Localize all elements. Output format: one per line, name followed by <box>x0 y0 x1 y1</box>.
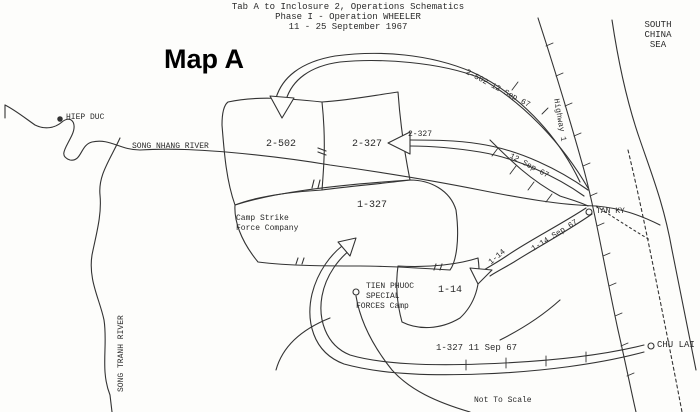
unit-1327-area-label: 1-327 <box>357 200 388 211</box>
unit-114-area-label: 1-14 <box>438 285 463 296</box>
route-label-1327: 1-327 11 Sep 67 <box>436 343 518 353</box>
unit-2327-arrow-label: 2-327 <box>408 130 433 139</box>
route-1327b <box>309 245 645 376</box>
map-title: Map A <box>164 44 244 74</box>
tan-ky-marker <box>585 208 593 216</box>
song-tranh-label: SONG TRANH RIVER <box>117 315 126 392</box>
trail-south <box>355 295 471 412</box>
route-1327a <box>320 249 645 366</box>
coastline-inner <box>627 149 683 412</box>
route-12sep <box>489 139 589 207</box>
sea-label-2: CHINA <box>644 30 672 40</box>
ao-114 <box>396 257 480 329</box>
chu-lai-label: CHU LAI <box>657 340 695 350</box>
arrowhead-114 <box>469 267 493 285</box>
route-2502-b <box>275 52 581 183</box>
chu-lai-marker <box>647 342 655 350</box>
trail-sw <box>275 317 331 371</box>
hiep-duc-marker <box>57 116 63 122</box>
route-ticks <box>465 81 587 371</box>
route-2327a <box>409 139 589 191</box>
sea-label-1: SOUTH <box>644 20 672 30</box>
arrowhead-2502 <box>269 95 295 119</box>
arrowhead-2327 <box>387 131 411 155</box>
tan-ky-label: TAN KY <box>596 207 625 216</box>
tien-phuoc-marker <box>352 288 360 296</box>
song-nhang-river <box>4 104 661 226</box>
trail-se <box>499 299 561 341</box>
unit-2502-label: 2-502 <box>266 139 297 150</box>
hiep-duc-label: HIEP DUC <box>66 113 105 122</box>
route-2502 <box>285 60 589 189</box>
phase-ticks <box>295 147 443 271</box>
header-line-2: Phase I - Operation WHEELER <box>275 12 421 22</box>
route-114b <box>489 213 593 277</box>
route-2327b <box>409 145 585 197</box>
header-line-1: Tab A to Inclosure 2, Operations Schemat… <box>231 2 465 12</box>
ao-2502 <box>221 97 325 206</box>
song-tranh-river <box>90 137 121 412</box>
tien-phuoc-line-2: SPECIAL <box>366 292 400 301</box>
scale-note: Not To Scale <box>474 396 532 405</box>
camp-strike-line-1: Camp Strike <box>236 214 289 223</box>
road-highway-spur <box>595 205 651 241</box>
tien-phuoc-line-1: TIEN PHUOC <box>366 282 415 291</box>
tien-phuoc-line-3: FORCES Camp <box>356 302 409 311</box>
highway-ticks <box>545 42 635 377</box>
camp-strike-line-2: Force Company <box>236 224 299 233</box>
coastline <box>611 19 697 371</box>
ao-1327 <box>234 179 459 271</box>
sea-label-3: SEA <box>649 40 667 50</box>
header-line-3: 11 - 25 September 1967 <box>288 22 408 32</box>
arrowhead-1327 <box>337 237 357 257</box>
unit-2327-area-label: 2-327 <box>352 139 383 150</box>
song-nhang-label: SONG NHANG RIVER <box>132 142 209 151</box>
route-114a <box>483 207 587 271</box>
